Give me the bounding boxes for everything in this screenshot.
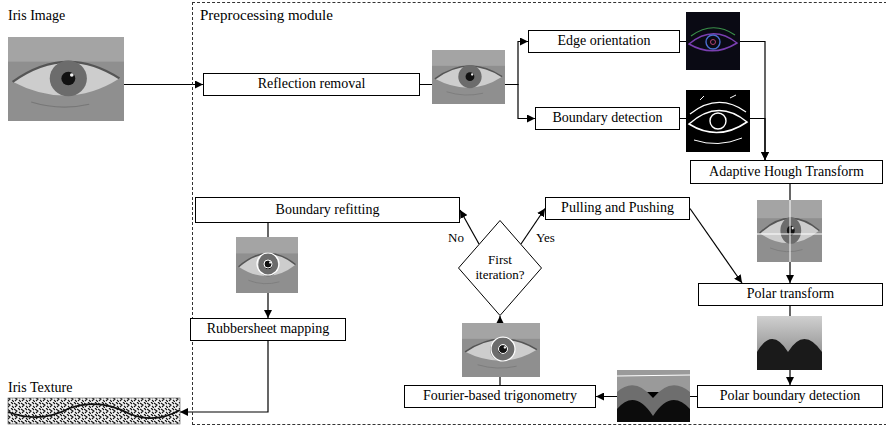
module-frame: Preprocessing moduleReflection removal Ed… [192, 2, 886, 425]
hough-result [757, 200, 822, 262]
fitted-iris [462, 323, 540, 377]
iris-texture-strip [8, 398, 180, 424]
process-box: Boundary detection [535, 107, 680, 130]
process-box: Pulling and Pushing [545, 197, 690, 220]
process-box: Polar transform [698, 283, 883, 306]
process-label: Polar transform [747, 286, 834, 302]
image-caption: Iris Texture [8, 380, 180, 425]
diamond-shape [459, 221, 542, 316]
process-box: Rubbersheet mapping [190, 318, 346, 341]
image-label: Iris Texture [8, 380, 72, 396]
branch-label: No [447, 231, 465, 246]
refitted-iris [236, 237, 298, 293]
flow-arrow [690, 209, 742, 284]
decision-label: First iteration? [468, 253, 532, 283]
process-box: Boundary refitting [195, 197, 460, 223]
flow-arrow [180, 341, 268, 412]
process-label: Edge orientation [558, 33, 651, 49]
process-label: Rubbersheet mapping [207, 321, 329, 337]
process-label: Polar boundary detection [720, 388, 861, 404]
image-label: Iris Image [8, 8, 65, 24]
edge-orientation-map [686, 12, 740, 70]
image-caption: Iris Image [8, 8, 124, 122]
process-label: Boundary detection [552, 110, 662, 126]
process-label: Adaptive Hough Transform [709, 164, 864, 180]
process-box: Fourier-based trigonometry [404, 385, 596, 408]
process-label: Boundary refitting [276, 202, 380, 218]
polar-boundary-image [617, 370, 690, 422]
process-box: Polar boundary detection [697, 385, 883, 408]
process-box: Reflection removal [203, 73, 420, 96]
iris-photo [8, 37, 124, 121]
module-title: Preprocessing module [200, 7, 333, 24]
process-label: Reflection removal [258, 76, 366, 92]
process-box: Adaptive Hough Transform [690, 160, 883, 184]
branch-label: Yes [535, 231, 556, 246]
process-label: Fourier-based trigonometry [423, 388, 577, 404]
process-box: Edge orientation [528, 30, 680, 53]
process-label: Pulling and Pushing [561, 200, 674, 216]
iris-photo [432, 50, 505, 104]
polar-image [757, 316, 822, 370]
decision-diamond: First iteration? [458, 220, 542, 316]
boundary-map [686, 90, 750, 152]
